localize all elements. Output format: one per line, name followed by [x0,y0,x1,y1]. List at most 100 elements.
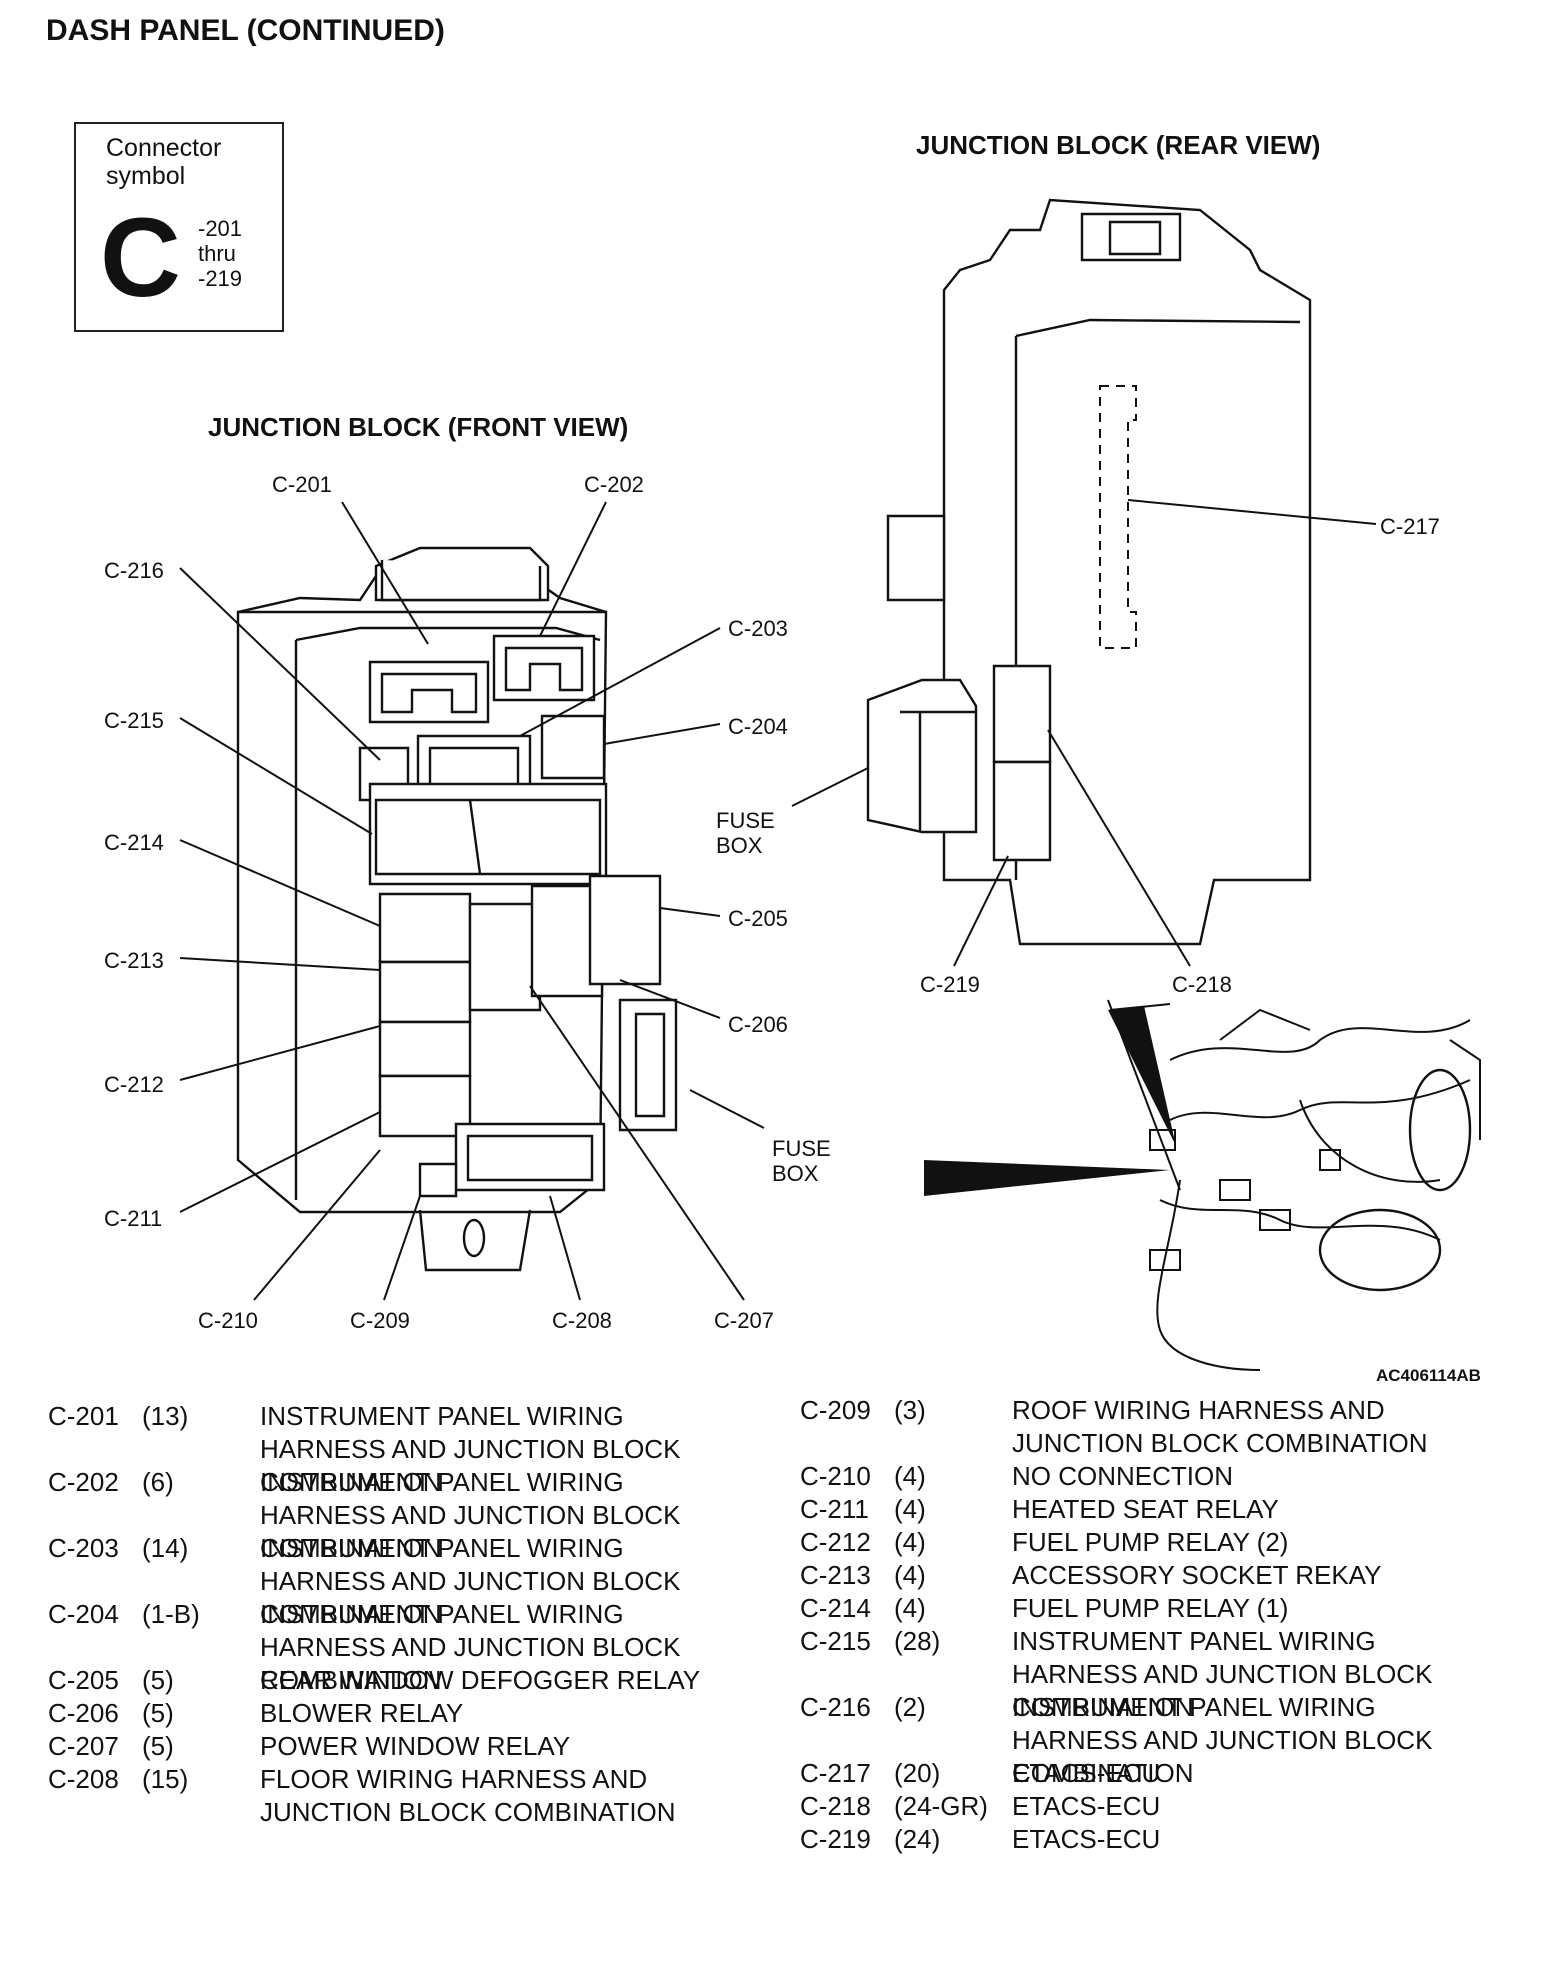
connector-description: INSTRUMENT PANEL WIRING HARNESS AND JUNC… [260,1401,681,1497]
label-c218: C-218 [1172,972,1232,997]
fuse-box-line2: BOX [772,1161,819,1186]
label-c216: C-216 [104,558,164,583]
front-fuse-box-label: FUSE BOX [772,1136,831,1186]
range-mid: thru [198,241,236,266]
front-view-heading: JUNCTION BLOCK (FRONT VIEW) [208,412,629,442]
connector-symbol-letter: C [100,195,181,320]
connector-pins: (4) [894,1593,926,1623]
range-start: -201 [198,216,243,241]
label-c204: C-204 [728,714,788,739]
connector-pins: (2) [894,1692,926,1722]
rear-junction-block [866,198,1312,946]
connector-id: C-214 [800,1593,871,1623]
connector-description: REAR WINDOW DEFOGGER RELAY [260,1665,701,1695]
leader-lines [179,499,1377,1301]
front-junction-block [236,546,678,1272]
connector-id: C-218 [800,1791,871,1821]
connector-description: ROOF WIRING HARNESS AND JUNCTION BLOCK C… [1012,1395,1428,1458]
label-c203: C-203 [728,616,788,641]
connector-description: HEATED SEAT RELAY [1012,1494,1279,1524]
locator-illustration [924,999,1481,1371]
label-c213: C-213 [104,948,164,973]
reference-code: AC406114AB [1376,1366,1481,1385]
label-c205: C-205 [728,906,788,931]
connector-symbol-range: -201 thru -219 [198,216,242,291]
label-c215: C-215 [104,708,164,733]
connector-pins: (4) [894,1560,926,1590]
connector-id: C-219 [800,1824,871,1854]
connector-id: C-201 [48,1401,119,1431]
connector-id: C-204 [48,1599,119,1629]
connector-description: INSTRUMENT PANEL WIRING HARNESS AND JUNC… [1012,1626,1433,1722]
connector-description: FUEL PUMP RELAY (1) [1012,1593,1289,1623]
connector-pins: (5) [142,1698,174,1728]
connector-pins: (20) [894,1758,941,1788]
connector-id: C-206 [48,1698,119,1728]
rear-fuse-box-label: FUSE BOX [716,808,775,858]
connector-id: C-217 [800,1758,871,1788]
connector-description: BLOWER RELAY [260,1698,464,1728]
label-c217: C-217 [1380,514,1440,539]
connector-description: INSTRUMENT PANEL WIRING HARNESS AND JUNC… [260,1533,681,1629]
label-c212: C-212 [104,1072,164,1097]
connector-description: INSTRUMENT PANEL WIRING HARNESS AND JUNC… [1012,1692,1433,1788]
connector-description: INSTRUMENT PANEL WIRING HARNESS AND JUNC… [260,1467,681,1563]
connector-id: C-211 [800,1494,869,1524]
label-c219: C-219 [920,972,980,997]
page-title: DASH PANEL (CONTINUED) [46,14,445,47]
connector-pins: (4) [894,1461,926,1491]
connector-description: ETACS-ECU [1012,1758,1161,1788]
connector-id: C-203 [48,1533,119,1563]
connector-description: NO CONNECTION [1012,1461,1233,1491]
rear-view-heading: JUNCTION BLOCK (REAR VIEW) [916,130,1321,160]
connector-id: C-215 [800,1626,871,1656]
connector-pins: (4) [894,1494,926,1524]
connector-id: C-210 [800,1461,871,1491]
label-c207: C-207 [714,1308,774,1333]
fuse-box-line2: BOX [716,833,763,858]
connector-table-right: C-209 (3) ROOF WIRING HARNESS AND JUNCTION… [800,1394,1540,1954]
label-c208: C-208 [552,1308,612,1333]
connector-pins: (3) [894,1395,926,1425]
connector-description: FUEL PUMP RELAY (2) [1012,1527,1289,1557]
connector-pins: (4) [894,1527,926,1557]
label-c201: C-201 [272,472,332,497]
connector-pins: (14) [142,1533,189,1563]
connector-pins: (6) [142,1467,174,1497]
connector-id: C-207 [48,1731,119,1761]
fuse-box-line1: FUSE [716,808,775,833]
connector-pins: (5) [142,1731,174,1761]
connector-id: C-212 [800,1527,871,1557]
label-c206: C-206 [728,1012,788,1037]
connector-pins: (24-GR) [894,1791,988,1821]
connector-id: C-202 [48,1467,119,1497]
connector-id: C-205 [48,1665,119,1695]
range-end: -219 [198,266,243,291]
connector-id: C-208 [48,1764,119,1794]
connector-id: C-213 [800,1560,871,1590]
connector-description: INSTRUMENT PANEL WIRING HARNESS AND JUNC… [260,1599,681,1695]
label-c202: C-202 [584,472,644,497]
connector-description: ETACS-ECU [1012,1791,1161,1821]
connector-pins: (5) [142,1665,174,1695]
connector-pins: (13) [142,1401,189,1431]
connector-table-left: C-201 (13) INSTRUMENT PANEL WIRING HARNESS… [48,1400,748,1960]
label-c214: C-214 [104,830,164,855]
connector-description: POWER WINDOW RELAY [260,1731,571,1761]
connector-pins: (28) [894,1626,941,1656]
label-c210: C-210 [198,1308,258,1333]
label-c209: C-209 [350,1308,410,1333]
connector-pins: (24) [894,1824,941,1854]
connector-symbol-label: Connector symbol [106,134,222,190]
connector-id: C-216 [800,1692,871,1722]
label-c211: C-211 [104,1206,163,1231]
connector-symbol-box: Connector symbol C -201 thru -219 [74,122,284,332]
connector-pins: (1-B) [142,1599,200,1629]
fuse-box-line1: FUSE [772,1136,831,1161]
connector-id: C-209 [800,1395,871,1425]
connector-description: ETACS-ECU [1012,1824,1161,1854]
connector-pins: (15) [142,1764,189,1794]
connector-description: FLOOR WIRING HARNESS AND JUNCTION BLOCK … [260,1764,676,1827]
connector-description: ACCESSORY SOCKET REKAY [1012,1560,1382,1590]
